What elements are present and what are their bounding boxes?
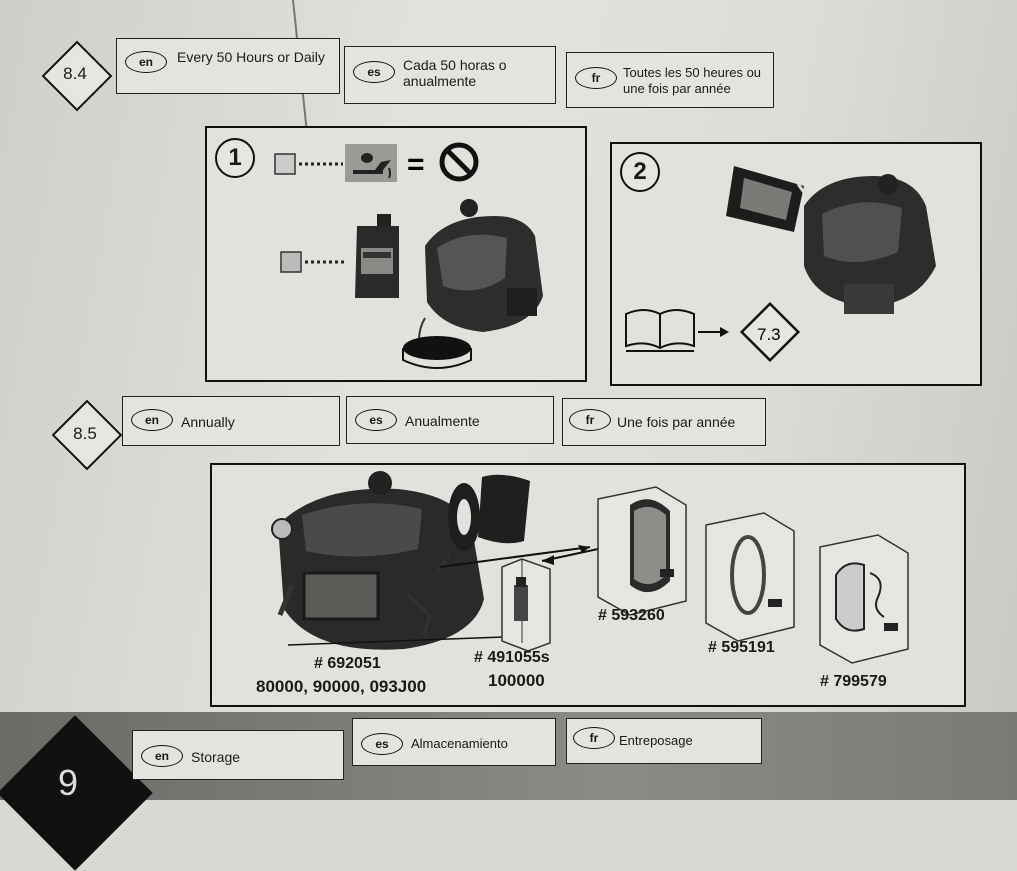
part-593260: # 593260 [598, 607, 665, 625]
section-8-4-es-box: es Cada 50 horas o anualmente [344, 46, 556, 104]
section-8-5-es-text: Anualmente [405, 413, 480, 429]
filter-element-ring [448, 483, 480, 551]
lang-pill-es-2: es [355, 409, 397, 431]
equals-sign: = [407, 148, 425, 181]
oil-drain-pan [403, 336, 471, 368]
oil-type-diagram: = [207, 128, 587, 378]
part-491055s: # 491055s [474, 649, 550, 667]
section-9-es-text: Almacenamiento [411, 736, 508, 752]
engine-illustration-2 [804, 174, 936, 314]
lang-pill-en-2: en [131, 409, 173, 431]
lang-pill-es-3: es [361, 733, 403, 755]
arrow-icon [698, 327, 729, 337]
section-8-5-en-box: en Annually [122, 396, 340, 446]
oil-bottle-icon [355, 214, 399, 298]
section-8-4-en-text: Every 50 Hours or Daily [177, 49, 327, 65]
panel-air-filter: # 692051 80000, 90000, 093J00 # 491055s … [210, 463, 966, 707]
panel-step-2: 2 7.3 [610, 142, 982, 386]
ref-7-3-label: 7.3 [757, 325, 781, 344]
section-8-5-es-box: es Anualmente [346, 396, 554, 444]
models-692051: 80000, 90000, 093J00 [256, 677, 426, 697]
no-symbol-icon [442, 145, 476, 179]
lang-pill-en-3: en [141, 745, 183, 767]
section-9-fr-text: Entreposage [619, 733, 693, 749]
panel-step-1: 1 = [205, 126, 587, 382]
lang-pill-es: es [353, 61, 395, 83]
air-filter-box-593260 [598, 487, 686, 615]
manual-page: 8.4 en Every 50 Hours or Daily es Cada 5… [0, 0, 1017, 800]
lang-pill-fr-2: fr [569, 409, 611, 431]
fuel-filter-box [502, 559, 550, 651]
section-9-fr-box: fr Entreposage [566, 718, 762, 764]
section-9-es-box: es Almacenamiento [352, 718, 556, 766]
engine-illustration [425, 199, 543, 332]
oil-check-diagram: 7.3 [612, 144, 982, 384]
air-filter-box-799579 [820, 535, 908, 663]
lang-pill-fr: fr [575, 67, 617, 89]
part-692051: # 692051 [314, 655, 381, 673]
filter-cover [478, 475, 530, 544]
part-595191: # 595191 [708, 639, 775, 657]
section-8-5-fr-text: Une fois par année [617, 414, 735, 430]
section-8-4-fr-text: Toutes les 50 heures ou une fois par ann… [623, 65, 773, 97]
checkbox-icon [275, 154, 295, 174]
section-9-en-text: Storage [191, 749, 240, 765]
section-9-number: 9 [58, 762, 78, 804]
section-8-4-fr-box: fr Toutes les 50 heures ou une fois par … [566, 52, 774, 108]
models-491055s: 100000 [488, 671, 545, 691]
lang-pill-fr-3: fr [573, 727, 615, 749]
section-9-en-box: en Storage [132, 730, 344, 780]
section-8-4-en-box: en Every 50 Hours or Daily [116, 38, 340, 94]
dipstick-display-icon [726, 166, 808, 232]
section-8-5-number: 8.5 [55, 424, 115, 444]
part-799579: # 799579 [820, 673, 887, 691]
air-filter-box-595191 [706, 513, 794, 641]
section-8-4-number: 8.4 [45, 64, 105, 84]
section-8-5-en-text: Annually [181, 414, 235, 430]
section-8-4-es-text: Cada 50 horas o anualmente [403, 57, 543, 89]
checkbox-icon-2 [281, 252, 301, 272]
book-icon [626, 310, 694, 351]
lang-pill-en: en [125, 51, 167, 73]
section-8-5-fr-box: fr Une fois par année [562, 398, 766, 446]
